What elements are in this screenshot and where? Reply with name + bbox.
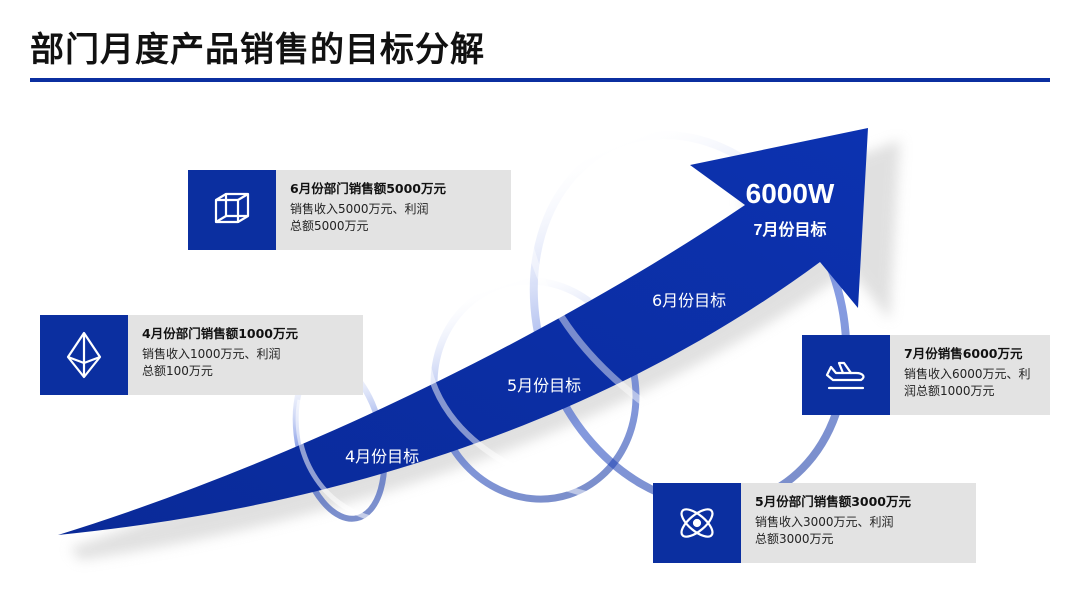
info-card-june: 6月份部门销售额5000万元 销售收入5000万元、利润总额5000万元 [188,170,511,250]
cube-icon [214,192,250,224]
info-card-may: 5月份部门销售额3000万元 销售收入3000万元、利润总额3000万元 [653,483,976,563]
info-card-april: 4月份部门销售额1000万元 销售收入1000万元、利润总额100万元 [40,315,363,395]
info-card-july: 7月份销售6000万元 销售收入6000万元、利润总额1000万元 [802,335,1050,415]
card-heading: 6月份部门销售额5000万元 [290,181,446,196]
card-heading: 7月份销售6000万元 [904,346,1023,361]
airplane-icon [825,361,865,390]
ring-front-4 [295,399,381,523]
ring-front-5 [422,299,591,498]
icon-box [40,315,128,395]
goal-caption: 7月份目标 [753,222,827,239]
icon-box [188,170,276,250]
card-heading: 5月份部门销售额3000万元 [755,494,911,509]
ring-front-6 [519,149,762,474]
card-heading: 4月份部门销售额1000万元 [142,326,298,341]
arrow-label-may: 5月份目标 [507,376,582,395]
atom-icon [680,508,714,538]
icon-box [653,483,741,563]
card-body: 销售收入6000万元、利润总额1000万元 [904,367,1031,398]
arrow-label-june: 6月份目标 [652,291,727,310]
card-body: 销售收入3000万元、利润总额3000万元 [755,515,894,546]
card-body: 销售收入5000万元、利润总额5000万元 [290,202,429,233]
icon-box [802,335,890,415]
arrow-label-april: 4月份目标 [345,447,420,466]
diamond-icon [66,331,102,379]
arrow-body [58,128,868,535]
title-divider [30,78,1050,82]
goal-value: 6000W [745,178,835,209]
page-title: 部门月度产品销售的目标分解 [30,30,485,70]
card-body: 销售收入1000万元、利润总额100万元 [142,347,281,378]
